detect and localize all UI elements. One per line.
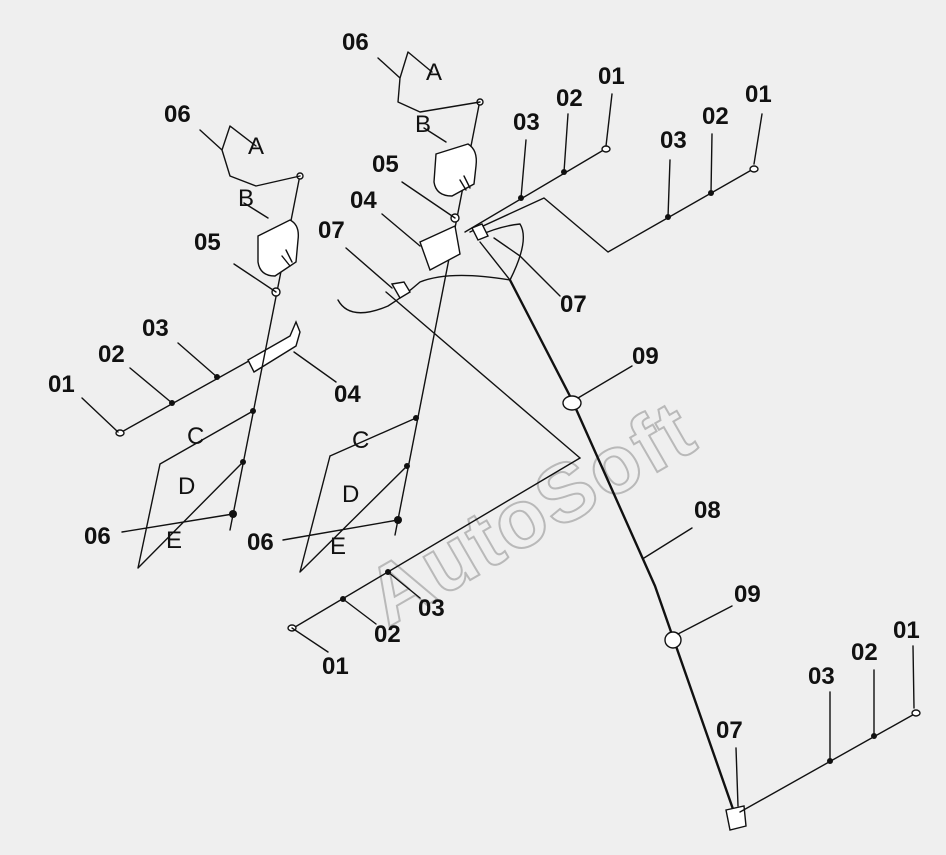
callout-06-left-bottom: 06 <box>84 523 111 550</box>
sublabel-e-center: E <box>330 533 346 560</box>
right-upper-assembly <box>469 165 759 253</box>
left-bracket <box>247 320 301 373</box>
right-upper-rod-end <box>749 165 759 173</box>
callout-03-center-upper: 03 <box>513 109 540 136</box>
callout-07-right: 07 <box>560 291 587 318</box>
hose-assembly <box>337 93 921 831</box>
callout-04-left: 04 <box>334 381 361 408</box>
callout-08: 08 <box>694 497 721 524</box>
callout-03-right-upper: 03 <box>660 127 687 154</box>
cable-junction <box>479 241 511 281</box>
left-assembly <box>81 125 337 569</box>
callout-04-center: 04 <box>350 187 377 214</box>
callout-06-left-top: 06 <box>164 101 191 128</box>
callout-05-center: 05 <box>372 151 399 178</box>
sublabel-b-left: B <box>238 185 254 212</box>
center-leaders <box>282 51 481 653</box>
callout-01-center-lower: 01 <box>322 653 349 680</box>
callout-03-center-lower: 03 <box>418 595 445 622</box>
clamp-upper <box>562 395 582 411</box>
main-hose <box>508 278 736 814</box>
sublabel-b-center: B <box>415 111 431 138</box>
cable-right <box>477 223 524 281</box>
upper-connector <box>471 223 489 241</box>
center-upper-rod-end <box>601 145 611 153</box>
hose-leaders <box>345 93 915 807</box>
left-mirror <box>257 219 300 277</box>
center-mirror-mount <box>459 175 471 191</box>
right-upper-frame <box>469 167 756 253</box>
callout-05-left: 05 <box>194 229 221 256</box>
callout-06-center-bottom: 06 <box>247 529 274 556</box>
callout-02-right-upper: 02 <box>702 103 729 130</box>
lower-right-rod-end <box>911 709 921 717</box>
callout-07-left: 07 <box>318 217 345 244</box>
center-lower-rod <box>289 457 581 631</box>
callout-02-center-lower: 02 <box>374 621 401 648</box>
callout-01-center-upper: 01 <box>598 63 625 90</box>
callout-02-center-upper: 02 <box>556 85 583 112</box>
callout-02-lower-right: 02 <box>851 639 878 666</box>
sublabel-a-center: A <box>426 59 442 86</box>
sublabel-d-left: D <box>178 473 195 500</box>
callout-01-left: 01 <box>48 371 75 398</box>
left-leaders <box>81 125 337 569</box>
sublabel-c-center: C <box>352 427 369 454</box>
center-mirror <box>433 143 478 197</box>
callout-03-left: 03 <box>142 315 169 342</box>
sublabel-d-center: D <box>342 481 359 508</box>
callout-02-left: 02 <box>98 341 125 368</box>
callout-09-lower: 09 <box>734 581 761 608</box>
sublabel-e-left: E <box>166 527 182 554</box>
center-assembly <box>282 51 611 653</box>
left-connector <box>390 281 411 299</box>
cable-left <box>337 274 511 314</box>
callout-01-right-upper: 01 <box>745 81 772 108</box>
left-mirror-mount <box>281 249 293 267</box>
center-bracket <box>419 224 461 271</box>
sublabel-c-left: C <box>187 423 204 450</box>
callout-09-upper: 09 <box>632 343 659 370</box>
callout-01-lower-right: 01 <box>893 617 920 644</box>
callout-03-lower-right: 03 <box>808 663 835 690</box>
sublabel-a-left: A <box>248 133 264 160</box>
center-diagonal <box>385 291 581 459</box>
clamp-lower <box>664 631 682 649</box>
callout-06-center-top: 06 <box>342 29 369 56</box>
callout-07-bottom: 07 <box>716 717 743 744</box>
center-upper-rod <box>464 147 608 233</box>
